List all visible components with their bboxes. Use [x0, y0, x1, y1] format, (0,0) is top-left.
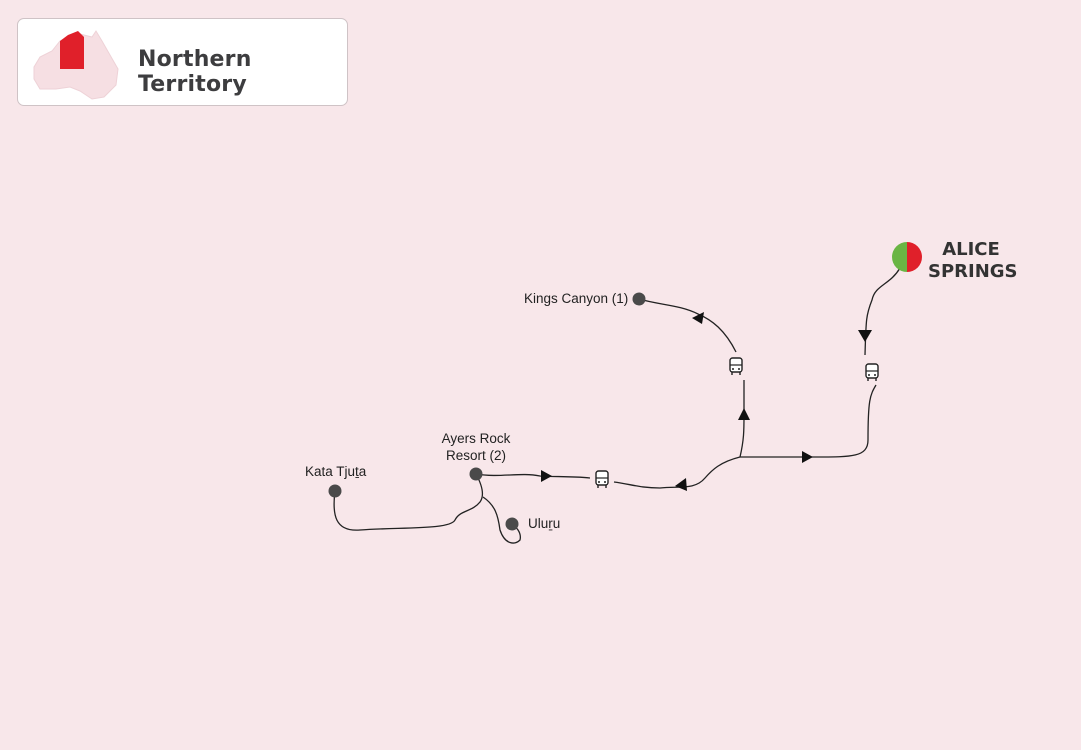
- direction-arrows: [541, 312, 872, 491]
- bus-icon: [865, 363, 879, 382]
- route-lines: [333, 267, 901, 544]
- region-card: Northern Territory: [17, 18, 348, 106]
- alice-springs-marker[interactable]: [892, 242, 922, 272]
- region-title: Northern Territory: [138, 47, 252, 97]
- australia-map-icon: [33, 30, 119, 100]
- arrow-up-icon: [738, 408, 750, 420]
- arrow-left-icon: [675, 478, 687, 491]
- ayers-rock-label-line1: Ayers Rock: [441, 431, 511, 446]
- ayers-rock-label-line2: Resort (2): [445, 448, 506, 463]
- uluru-label: Uluṟu: [528, 516, 561, 531]
- arrow-up-icon: [692, 312, 704, 324]
- destination-line1: ALICE: [942, 239, 1000, 260]
- bus-icon: [595, 470, 609, 489]
- kings-canyon-label: Kings Canyon (1): [524, 291, 629, 306]
- ayers-rock-label: Ayers Rock Resort (2): [436, 430, 516, 464]
- destination-line2: SPRINGS: [928, 261, 1018, 282]
- destination-label: ALICE SPRINGS: [928, 239, 1018, 283]
- arrow-right-icon: [802, 451, 813, 463]
- kata-tjuta-label: Kata Tjuṯa: [305, 464, 367, 479]
- stop-kata-tjuta[interactable]: [328, 484, 342, 498]
- arrow-right-icon: [541, 470, 552, 482]
- stop-kings-canyon[interactable]: [632, 292, 646, 306]
- stop-ayers-rock-resort[interactable]: [469, 467, 483, 481]
- stop-uluru[interactable]: [505, 517, 519, 531]
- arrow-down-icon: [858, 330, 872, 342]
- bus-icon: [729, 357, 743, 376]
